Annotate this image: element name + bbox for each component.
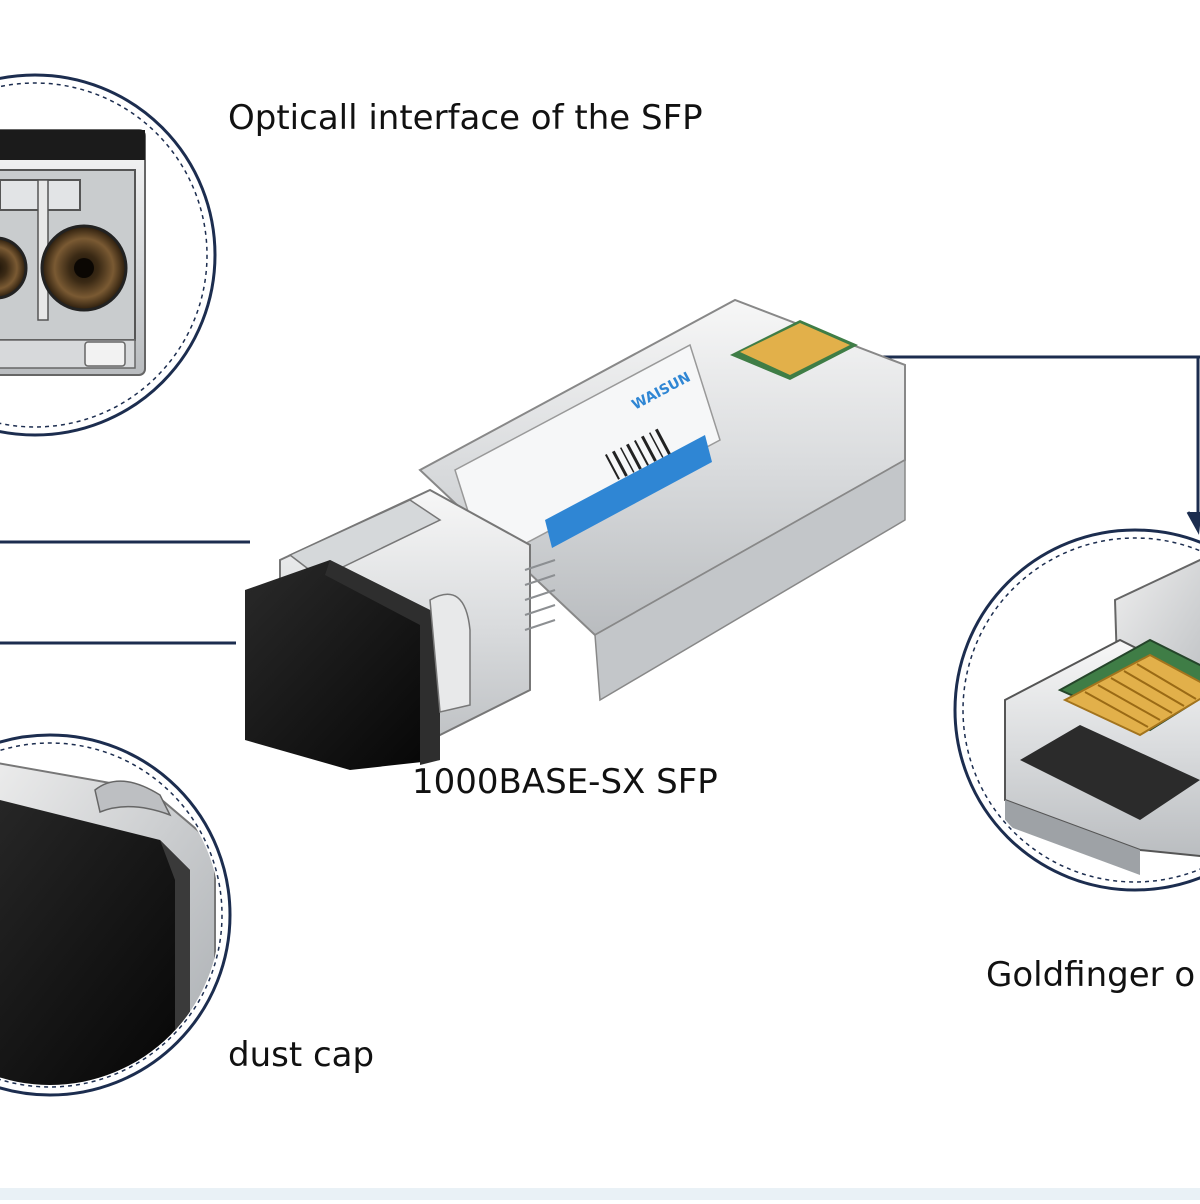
dust-cap-zoom bbox=[0, 733, 232, 1097]
optical-interface-label: Opticall interface of the SFP bbox=[228, 98, 703, 138]
connector-arrow bbox=[1186, 511, 1200, 535]
goldfinger-label: Goldfinger o bbox=[986, 955, 1196, 995]
bottom-band bbox=[0, 1188, 1200, 1200]
connector-lines bbox=[0, 355, 1200, 645]
goldfinger-zoom bbox=[953, 528, 1200, 892]
dust-cap-label: dust cap bbox=[228, 1035, 375, 1075]
sfp-module: WAISUN bbox=[245, 298, 906, 770]
goldfinger-contacts bbox=[740, 323, 850, 375]
optical-interface-zoom bbox=[0, 73, 217, 437]
module-name-label: 1000BASE-SX SFP bbox=[412, 762, 718, 802]
dust-cap bbox=[245, 560, 440, 770]
